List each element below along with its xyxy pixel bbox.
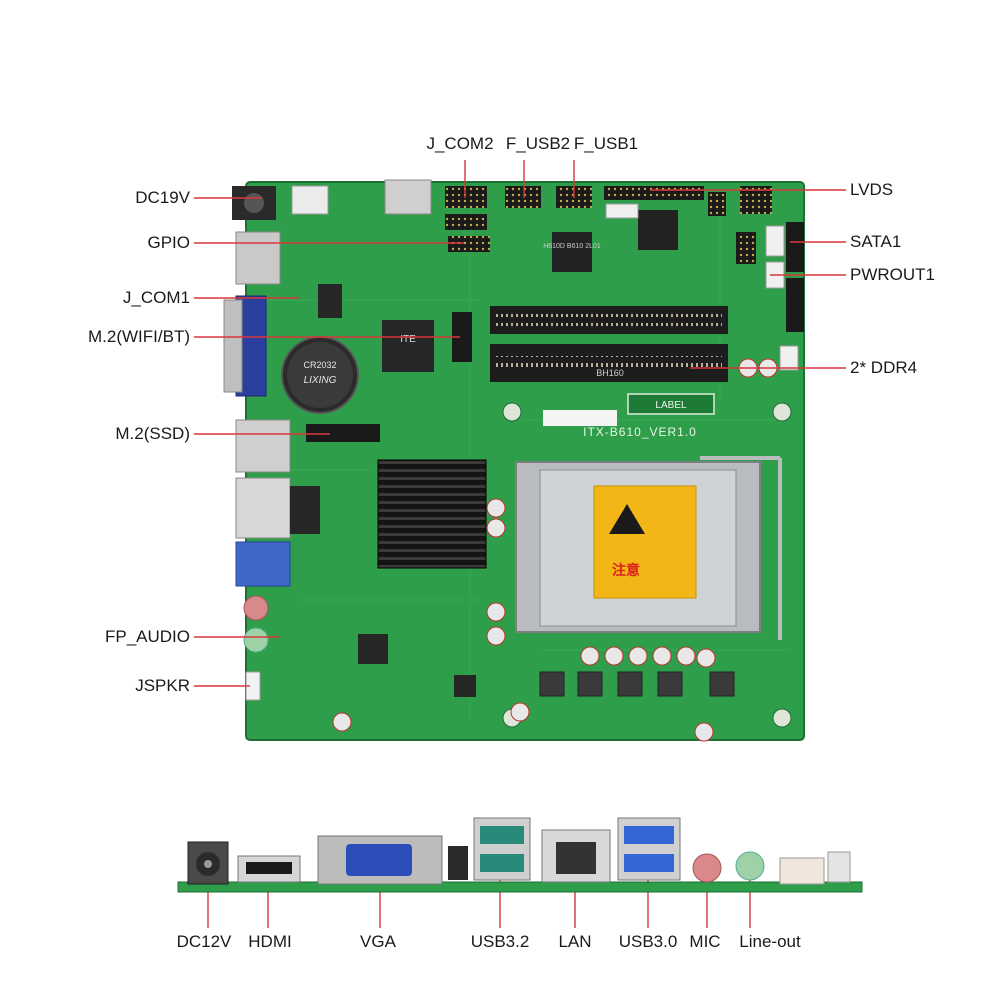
- chip-label: H610D B610 2L01: [543, 243, 601, 250]
- side-view-io: [177, 817, 863, 893]
- chips: H610D B610 2L01 ITE: [290, 232, 601, 697]
- label-m2-ssd: M.2(SSD): [115, 424, 190, 443]
- dimm-slot-text: BH160: [596, 368, 624, 378]
- top-headers: [384, 179, 772, 252]
- label-sticker: LABEL: [655, 400, 687, 411]
- label-fp-audio: FP_AUDIO: [104, 627, 190, 646]
- cpu-socket: 注意: [515, 456, 782, 640]
- battery-model: CR2032: [303, 360, 336, 370]
- m2-slots: [306, 312, 472, 442]
- right-edge-connectors: [736, 222, 804, 371]
- label-vga: VGA: [360, 932, 396, 951]
- label-j-com1: J_COM1: [122, 288, 190, 307]
- label-m2-wifi-bt: M.2(WIFI/BT): [88, 327, 190, 346]
- board-model-silkscreen: ITX-B610_VER1.0: [583, 425, 697, 439]
- chipset-heatsink: [377, 459, 487, 569]
- ddr4-slots: BH160: [490, 306, 728, 382]
- label-sata1: SATA1: [850, 232, 902, 251]
- label-j-com2: J_COM2: [426, 134, 494, 153]
- label-gpio: GPIO: [147, 233, 190, 252]
- warning-text: 注意: [612, 562, 640, 578]
- label-usb30: USB3.0: [618, 932, 678, 951]
- label-lvds: LVDS: [850, 180, 894, 199]
- label-dc12v: DC12V: [176, 932, 232, 951]
- label-mic: MIC: [689, 932, 721, 951]
- label-hdmi: HDMI: [248, 932, 292, 951]
- label-pwrout1: PWROUT1: [850, 265, 935, 284]
- battery-brand: LIXING: [304, 375, 337, 386]
- label-line-out: Line-out: [739, 932, 801, 951]
- label-dc19v: DC19V: [135, 188, 190, 207]
- cmos-battery: CR2032 LIXING: [281, 336, 359, 414]
- label-f-usb1: F_USB1: [573, 134, 639, 153]
- label-jspkr: JSPKR: [135, 676, 190, 695]
- inductors: [539, 671, 735, 697]
- label-usb32: USB3.2: [470, 932, 530, 951]
- io-chip-label: ITE: [400, 334, 416, 345]
- board-label-area: LABEL ITX-B610_VER1.0: [543, 393, 715, 439]
- label-lan: LAN: [558, 932, 592, 951]
- label-f-usb2: F_USB2: [505, 134, 571, 153]
- rear-io-topview: [223, 185, 329, 701]
- label-ddr4: 2* DDR4: [850, 358, 918, 377]
